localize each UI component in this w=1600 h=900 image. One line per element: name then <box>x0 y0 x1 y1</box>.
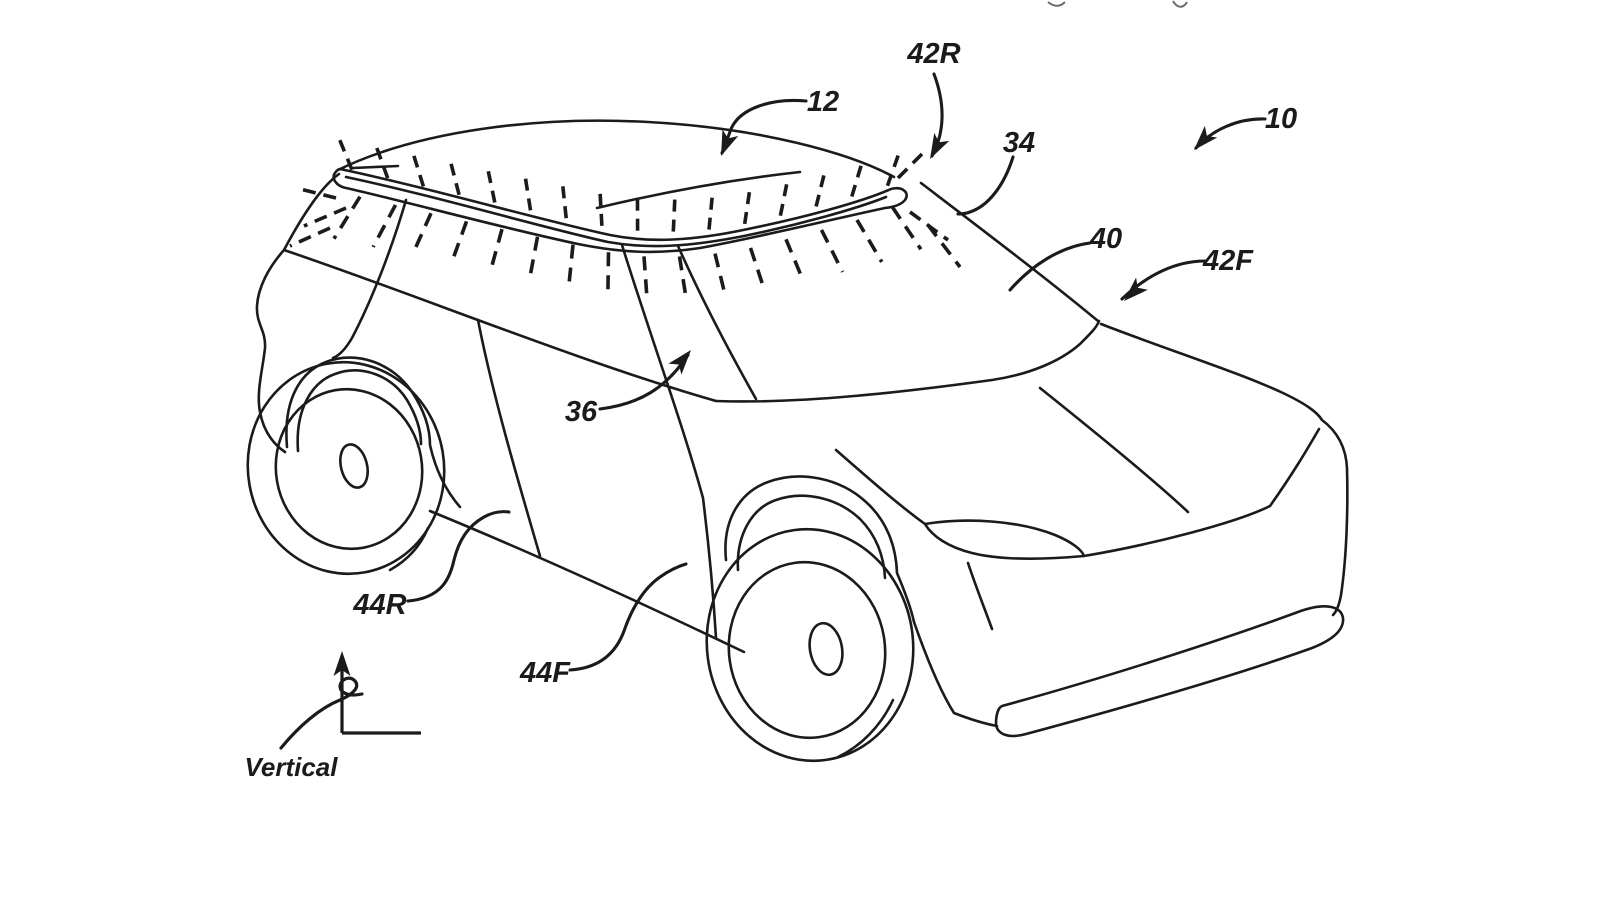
leader-arrowheads <box>333 125 1218 676</box>
headlight <box>923 519 1086 560</box>
vertical-axis <box>279 659 421 750</box>
lower-front-edge <box>912 620 999 728</box>
rear-wheel-arch-outer <box>285 356 462 509</box>
bumper-insert <box>994 605 1345 738</box>
roof-band-tick <box>351 164 400 170</box>
ref-label-36: 36 <box>565 396 598 428</box>
beltline-rear <box>282 248 718 403</box>
front-wheel-hub <box>808 621 844 677</box>
roof-lamp-hatch-marks <box>289 135 962 299</box>
ref-label-42R: 42R <box>906 38 960 70</box>
front-tire-width-arc <box>836 698 895 759</box>
leader-44R <box>406 510 511 603</box>
front-tire <box>705 527 915 763</box>
rear-tire-width-arc <box>388 526 430 572</box>
roof-lamp-band-inner <box>344 175 888 248</box>
front-wheel-arch-inner <box>736 494 887 580</box>
roof-outline <box>336 119 896 179</box>
hood-crease <box>1038 386 1190 514</box>
rocker-sill-line <box>428 509 746 654</box>
fender-curve <box>834 448 927 526</box>
leader-34 <box>956 155 1015 216</box>
leader-12 <box>720 98 808 155</box>
axis-leader-curl <box>279 676 364 750</box>
rear-tire <box>246 360 446 576</box>
ref-label-44F: 44F <box>519 657 571 689</box>
leader-40 <box>1008 241 1092 292</box>
axis-label-vertical: Vertical <box>245 752 339 782</box>
rear-wheel-rim <box>274 387 424 551</box>
beltline-front <box>714 319 1101 403</box>
page-crop-artifact <box>1047 0 1188 8</box>
fascia-ridge <box>1082 427 1321 558</box>
reference-labels: 12 42R 34 10 40 42F 36 44R 44F Vertical <box>245 38 1298 782</box>
ref-label-10: 10 <box>1265 103 1297 135</box>
ref-label-12: 12 <box>807 86 839 118</box>
ref-label-44R: 44R <box>352 589 406 621</box>
rear-wheel-hub <box>339 443 369 489</box>
rear-pillar <box>282 172 341 252</box>
rear-body-edge <box>255 248 287 454</box>
reference-leader-lines <box>406 72 1267 672</box>
roof-lamp-band-outer <box>332 167 908 254</box>
quarter-window-seam <box>331 198 408 360</box>
ref-label-42F: 42F <box>1202 245 1254 277</box>
fascia-seam <box>966 561 994 631</box>
rear-door-seam <box>476 318 542 558</box>
vehicle-outline <box>246 119 1349 763</box>
a-pillar <box>919 181 1100 323</box>
roof-surface-line <box>595 170 802 210</box>
ref-label-34: 34 <box>1003 127 1035 159</box>
windshield-side-edge <box>676 244 758 401</box>
front-wheel-rim <box>727 560 887 740</box>
leader-44F <box>568 562 688 672</box>
front-wheel-arch-outer <box>724 475 916 624</box>
front-door-seam <box>620 243 718 640</box>
ref-label-40: 40 <box>1089 223 1122 255</box>
hood-edge <box>1099 322 1349 617</box>
